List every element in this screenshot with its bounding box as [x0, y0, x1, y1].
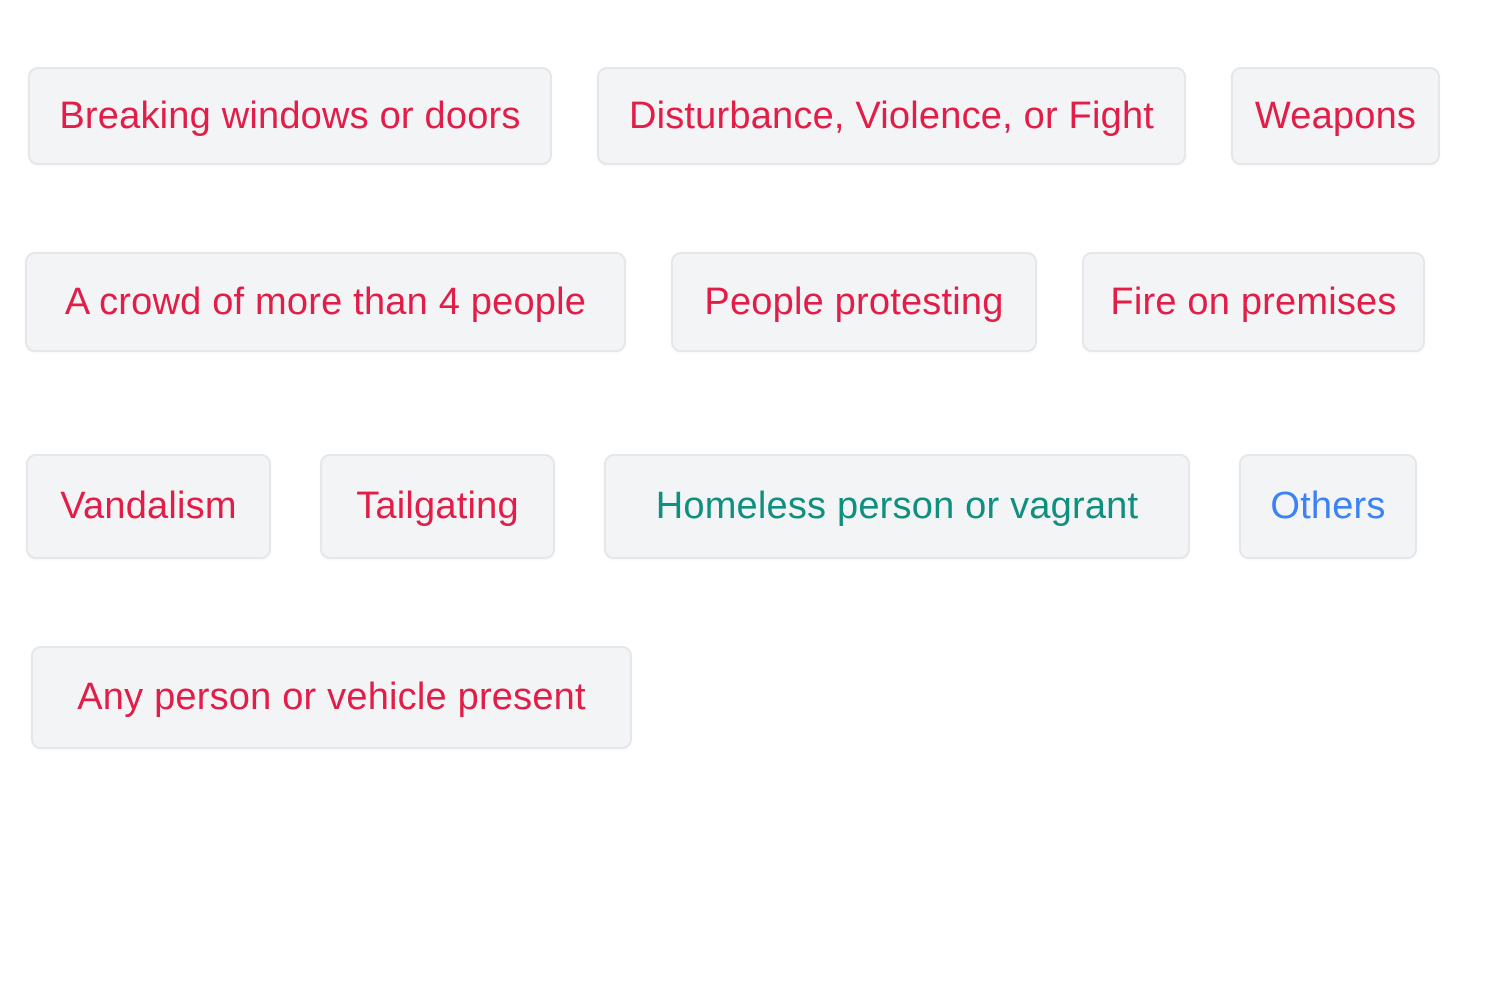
chip-others[interactable]: Others — [1239, 454, 1417, 559]
chip-tailgating[interactable]: Tailgating — [320, 454, 555, 559]
chip-breaking-windows-or-doors[interactable]: Breaking windows or doors — [28, 67, 552, 165]
chip-disturbance-violence-fight[interactable]: Disturbance, Violence, or Fight — [597, 67, 1186, 165]
chip-crowd-more-than-4-people[interactable]: A crowd of more than 4 people — [25, 252, 626, 352]
chip-people-protesting[interactable]: People protesting — [671, 252, 1037, 352]
chip-vandalism[interactable]: Vandalism — [26, 454, 271, 559]
chip-any-person-or-vehicle-present[interactable]: Any person or vehicle present — [31, 646, 632, 749]
chip-homeless-person-or-vagrant[interactable]: Homeless person or vagrant — [604, 454, 1190, 559]
chip-weapons[interactable]: Weapons — [1231, 67, 1440, 165]
chip-fire-on-premises[interactable]: Fire on premises — [1082, 252, 1425, 352]
